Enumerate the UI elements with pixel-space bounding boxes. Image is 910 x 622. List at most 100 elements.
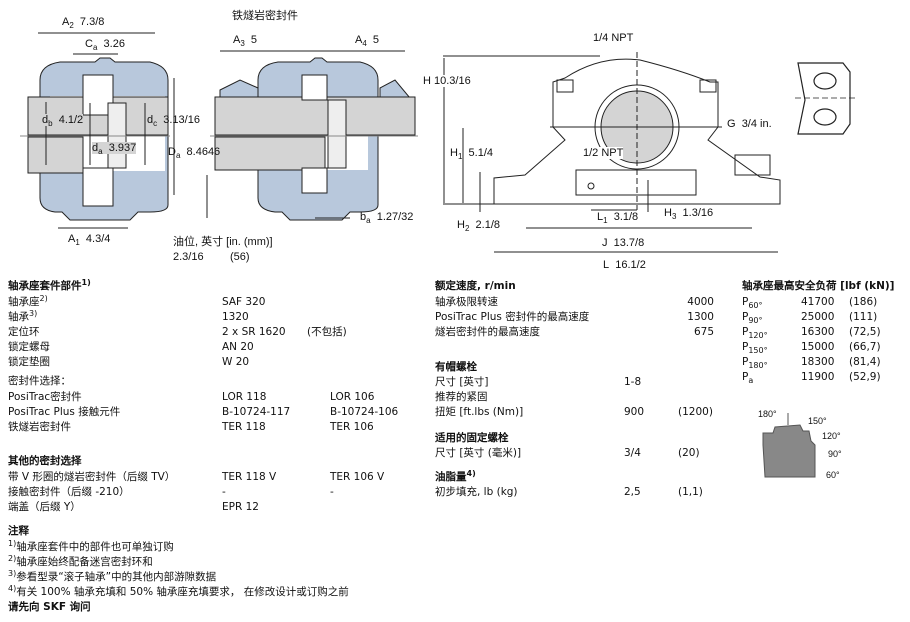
attach-bolts-title: 适用的固定螺栓	[435, 432, 509, 444]
dim-J: J 13.7/8	[602, 237, 645, 249]
seal-row-value: TER 118	[222, 421, 266, 433]
load-lbf: 15000	[801, 341, 835, 353]
speed-title: 额定速度, r/min	[435, 280, 516, 292]
grease-title: 油脂量4)	[435, 469, 476, 484]
load-lbf: 18300	[801, 356, 835, 368]
kit-row-label: 轴承3)	[8, 309, 38, 324]
speed-label: 燧岩密封件的最高速度	[435, 326, 540, 338]
dim-H3: H3 1.3/16	[664, 207, 714, 221]
speed-value: 4000	[687, 296, 714, 308]
load-kn: (72,5)	[849, 326, 881, 338]
other-seal-value: EPR 12	[222, 501, 259, 513]
notes-title: 注释	[8, 525, 29, 537]
load-lbf: 16300	[801, 326, 835, 338]
npt-bottom-label: 1/2 NPT	[583, 147, 624, 159]
oil-level-label: 油位, 英寸 [in. (mm)]	[173, 236, 273, 248]
seal-row-value: LOR 118	[222, 391, 267, 403]
npt-top-label: 1/4 NPT	[593, 32, 634, 44]
seal-row-value2: B-10724-106	[330, 406, 399, 418]
attach-bolts-size: 3/4	[624, 447, 641, 459]
seal-row-label: PosiTrac Plus 接触元件	[8, 406, 121, 418]
note-item: 2)轴承座始终配备迷宫密封环和	[8, 554, 153, 569]
dim-L1: L1 3.1/8	[597, 211, 639, 225]
kit-row-label: 锁定垫圈	[8, 356, 50, 368]
other-seal-label: 接触密封件（后缀 -210）	[8, 486, 130, 498]
load-symbol: P120°	[742, 326, 768, 340]
grease-value: 2,5	[624, 486, 641, 498]
other-seals-title: 其他的密封选择	[8, 455, 82, 467]
load-symbol: P150°	[742, 341, 768, 355]
seal-row-label: PosiTrac密封件	[8, 391, 82, 403]
kit-title: 轴承座套件部件1)	[8, 278, 91, 293]
note-item: 3)参看型录“滚子轴承”中的其他内部游隙数据	[8, 569, 217, 584]
dim-A4: A4 5	[355, 34, 380, 48]
other-seal-label: 端盖（后缀 Y）	[8, 501, 81, 513]
dim-Da: Da 8.4646	[168, 146, 221, 160]
attach-bolts-size-mm: (20)	[678, 447, 700, 459]
dim-db: db 4.1/2	[42, 114, 84, 128]
load-kn: (111)	[849, 311, 878, 323]
load-symbol: Pa	[742, 371, 754, 385]
load-lbf: 25000	[801, 311, 835, 323]
torque-label-unit: 扭矩 [ft.lbs (Nm)]	[435, 406, 524, 418]
other-seal-value: -	[222, 486, 226, 498]
dim-A2: A2 7.3/8	[62, 16, 105, 30]
dim-Ca: Ca 3.26	[85, 38, 125, 52]
dim-H1: H1 5.1/4	[450, 147, 493, 161]
other-seal-value2: -	[330, 486, 334, 498]
attach-bolts-label: 尺寸 [英寸 (毫米)]	[435, 447, 522, 459]
cap-bolts-size-label: 尺寸 [英寸]	[435, 376, 489, 388]
dim-A1: A1 4.3/4	[68, 233, 111, 247]
speed-label: 轴承极限转速	[435, 296, 498, 308]
load-kn: (66,7)	[849, 341, 881, 353]
seal-row-label: 铁燧岩密封件	[8, 421, 71, 433]
dim-H2: H2 2.1/8	[457, 219, 500, 233]
dim-H: H 10.3/16	[423, 75, 471, 87]
cap-bolts-size: 1-8	[624, 376, 642, 388]
grease-value-kg: (1,1)	[678, 486, 703, 498]
note-item: 1)轴承座套件中的部件也可单独订购	[8, 539, 174, 554]
load-symbol: P60°	[742, 296, 763, 310]
other-seal-value: TER 118 V	[222, 471, 277, 483]
note-item: 4)有关 100% 轴承充填和 50% 轴承座充填要求， 在修改设计或订购之前	[8, 584, 349, 599]
oil-level-mm: (56)	[230, 251, 250, 263]
kit-row-value: SAF 320	[222, 296, 266, 308]
seal-row-value2: TER 106	[330, 421, 374, 433]
dim-L: L 16.1/2	[603, 259, 646, 271]
seal-row-value: B-10724-117	[222, 406, 291, 418]
angle-label-90: 90°	[828, 449, 842, 459]
torque-value: 900	[624, 406, 645, 418]
speed-value: 1300	[687, 311, 714, 323]
loads-title: 轴承座最高安全负荷 [lbf (kN)]	[742, 280, 895, 292]
other-seal-value2: TER 106 V	[330, 471, 385, 483]
load-kn: (52,9)	[849, 371, 881, 383]
dim-dc: dc 3.13/16	[147, 114, 200, 128]
speed-label: PosiTrac Plus 密封件的最高速度	[435, 311, 590, 323]
load-symbol: P180°	[742, 356, 768, 370]
load-kn: (81,4)	[849, 356, 881, 368]
angle-label-120: 120°	[822, 431, 841, 441]
load-lbf: 41700	[801, 296, 835, 308]
kit-row-label: 轴承座2)	[8, 294, 48, 309]
seal-caption: 铁燧岩密封件	[232, 10, 298, 22]
oil-level-in: 2.3/16	[173, 251, 204, 263]
load-kn: (186)	[849, 296, 878, 308]
kit-row-label: 锁定螺母	[8, 341, 50, 353]
dim-A3: A3 5	[233, 34, 258, 48]
kit-row-value2: (不包括)	[307, 326, 347, 338]
seal-selection-title: 密封件选择：	[8, 375, 71, 387]
grease-label: 初步填充, lb (kg)	[435, 486, 518, 498]
dim-ba: ba 1.27/32	[360, 211, 414, 225]
angle-label-150: 150°	[808, 416, 827, 426]
kit-row-value: 2 x SR 1620	[222, 326, 286, 338]
kit-row-label: 定位环	[8, 326, 40, 338]
cap-bolts-title: 有帽螺栓	[435, 361, 477, 373]
load-lbf: 11900	[801, 371, 835, 383]
torque-label: 推荐的紧固	[435, 391, 488, 403]
kit-row-value: 1320	[222, 311, 249, 323]
torque-value-nm: (1200)	[678, 406, 713, 418]
load-symbol: P90°	[742, 311, 763, 325]
detail-view-drawing	[795, 62, 855, 135]
kit-row-value: AN 20	[222, 341, 254, 353]
